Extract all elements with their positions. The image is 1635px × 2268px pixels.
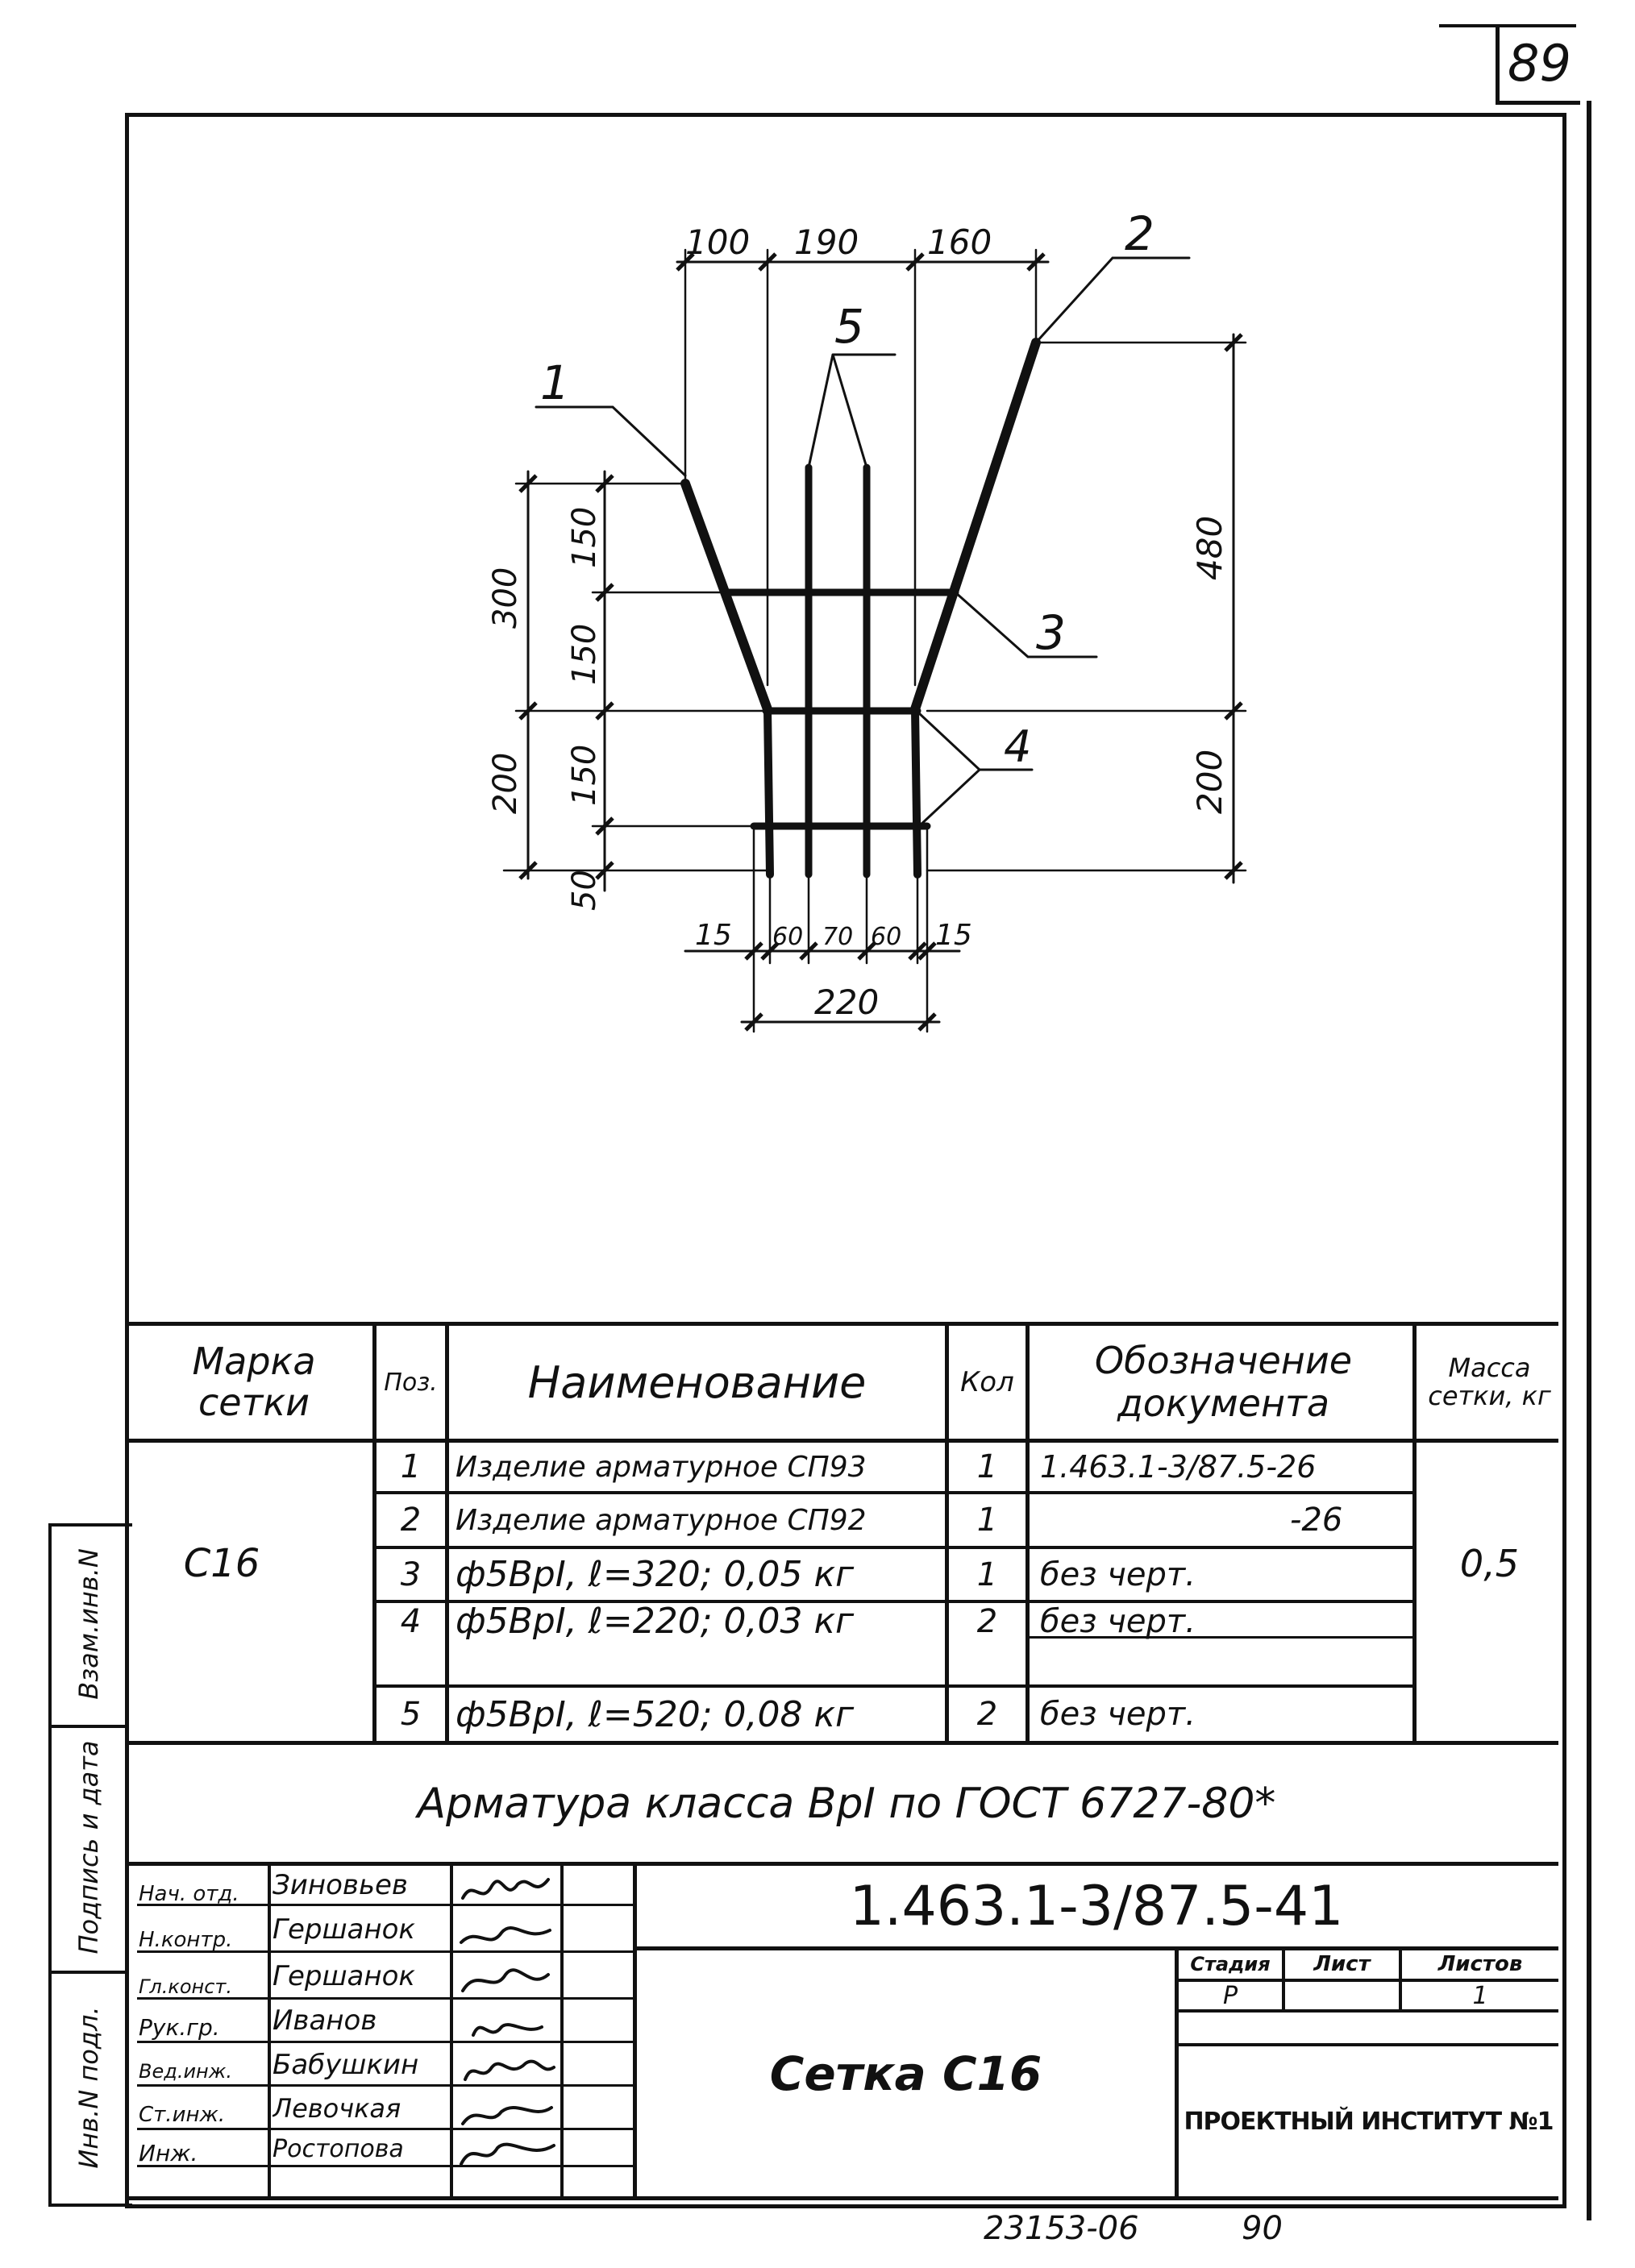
dim-bottom-5: 15: [935, 919, 972, 952]
row-5-qty: 2: [976, 1696, 998, 1733]
footer-page: 90: [1242, 2210, 1283, 2247]
staff-4-name: Иванов: [272, 2004, 377, 2037]
row-5-pos: 5: [400, 1696, 422, 1733]
rod-2: [910, 338, 1041, 714]
side-stamp-replace-inv: Взам.инв.N: [73, 1548, 104, 1700]
dim-bottom-1: 15: [695, 919, 732, 952]
dim-bottom-4: 60: [871, 923, 901, 951]
footer-code: 23153-06: [984, 2210, 1139, 2247]
callout-5: 5: [834, 299, 864, 354]
stage-value: Р: [1222, 1982, 1238, 2009]
header-mark: Марка сетки: [192, 1340, 316, 1424]
row-2-doc: -26: [1290, 1502, 1343, 1539]
drawing-frame: [125, 113, 1566, 2208]
dim-left-inner-3: 150: [566, 745, 603, 806]
staff-7-name: Ростопова: [272, 2134, 404, 2163]
callout-2: 2: [1125, 206, 1154, 261]
mesh-mark: С16: [183, 1541, 260, 1586]
row-3-qty: 1: [976, 1556, 998, 1593]
top-edge-line: [1439, 24, 1576, 27]
staff-1-name: Зиновьев: [272, 1869, 408, 1901]
callout-3: 3: [1036, 605, 1066, 660]
callout-1: 1: [540, 355, 570, 410]
row-3-pos: 3: [400, 1556, 422, 1593]
side-stamp: [48, 1523, 132, 2207]
dim-right-2: 200: [1190, 750, 1229, 814]
staff-4-role: Рук.гр.: [139, 2013, 220, 2041]
sheet-label: Лист: [1313, 1951, 1371, 1976]
dim-left-bottom: 50: [566, 870, 603, 911]
dim-left-inner-1: 150: [566, 507, 603, 568]
staff-1-role: Нач. отд.: [139, 1882, 239, 1906]
staff-6-role: Ст.инж.: [139, 2103, 226, 2127]
dim-left-outer-1: 300: [487, 567, 524, 629]
rod-1-lower: [763, 705, 774, 879]
row-5-doc: без черт.: [1040, 1696, 1196, 1733]
dim-top-1: 100: [685, 222, 750, 262]
dim-left-inner-2: 150: [566, 624, 603, 685]
dim-total-width: 220: [814, 982, 879, 1022]
row-1-doc: 1.463.1-3/87.5-26: [1040, 1449, 1317, 1485]
row-2-qty: 1: [976, 1502, 998, 1539]
staff-2-name: Гершанок: [272, 1913, 415, 1946]
page-number-box: 89: [1496, 24, 1580, 105]
header-doc: Обозначение документа: [1094, 1339, 1353, 1425]
stage-label: Стадия: [1190, 1952, 1271, 1975]
side-stamp-original-inv: Инв.N подл.: [73, 2006, 104, 2169]
organization-name: ПРОЕКТНЫЙ ИНСТИТУТ №1: [1184, 2108, 1554, 2136]
sheet-value: [1285, 1982, 1399, 2009]
sheets-value: 1: [1472, 1982, 1488, 2009]
dim-right-1: 480: [1190, 516, 1229, 580]
row-5-name: ф5ВрI, ℓ=520; 0,08 кг: [456, 1693, 855, 1735]
row-1-pos: 1: [400, 1448, 422, 1485]
reinforcement-note: Арматура класса ВрI по ГОСТ 6727-80*: [417, 1779, 1276, 1828]
staff-6-name: Левочкая: [272, 2092, 401, 2124]
staff-3-role: Гл.конст.: [139, 1975, 233, 1998]
page-number: 89: [1508, 34, 1571, 93]
callout-4: 4: [1004, 721, 1031, 772]
row-4-qty: 2: [976, 1603, 998, 1639]
header-name: Наименование: [527, 1356, 867, 1408]
header-pos: Поз.: [384, 1368, 438, 1397]
staff-5-name: Бабушкин: [272, 2048, 419, 2081]
staff-2-role: Н.контр.: [139, 1928, 233, 1952]
row-1-qty: 1: [976, 1448, 998, 1485]
dim-bottom-3: 70: [822, 923, 853, 951]
dim-top-2: 190: [794, 222, 859, 262]
rod-2-lower: [911, 705, 922, 879]
dim-top-3: 160: [927, 222, 992, 262]
row-3-name: ф5ВрI, ℓ=320; 0,05 кг: [456, 1554, 855, 1595]
staff-3-name: Гершанок: [272, 1959, 415, 1992]
row-1-name: Изделие арматурное СП93: [456, 1450, 867, 1484]
sheets-label: Листов: [1437, 1951, 1523, 1976]
rod-1: [680, 479, 772, 714]
staff-7-role: Инж.: [139, 2140, 198, 2166]
staff-5-role: Вед.инж.: [139, 2060, 232, 2083]
row-2-name: Изделие арматурное СП92: [456, 1503, 867, 1537]
row-4-pos: 4: [400, 1603, 422, 1639]
row-4-doc: без черт.: [1040, 1603, 1196, 1639]
row-3-doc: без черт.: [1040, 1556, 1196, 1593]
drawing-title: Сетка С16: [769, 2046, 1042, 2101]
row-2-pos: 2: [400, 1502, 422, 1539]
side-stamp-signature-date: Подпись и дата: [73, 1740, 104, 1954]
leader-3: [954, 591, 1098, 658]
dim-left-outer-2: 200: [487, 753, 524, 814]
dim-bottom-2: 60: [772, 923, 803, 951]
signatures: [460, 1878, 555, 2166]
document-number: 1.463.1-3/87.5-41: [849, 1874, 1344, 1938]
mesh-drawing: 100 190 160 480 200 300 200 150 150 150 …: [487, 206, 1247, 1033]
mesh-mass: 0,5: [1459, 1542, 1520, 1585]
leader-2: [1034, 256, 1191, 344]
right-margin-line: [1587, 101, 1591, 2220]
row-4-name: ф5ВрI, ℓ=220; 0,03 кг: [456, 1603, 855, 1639]
leader-1: [535, 405, 687, 477]
header-qty: Кол: [960, 1366, 1014, 1398]
header-mass: Масса сетки, кг: [1428, 1352, 1551, 1411]
